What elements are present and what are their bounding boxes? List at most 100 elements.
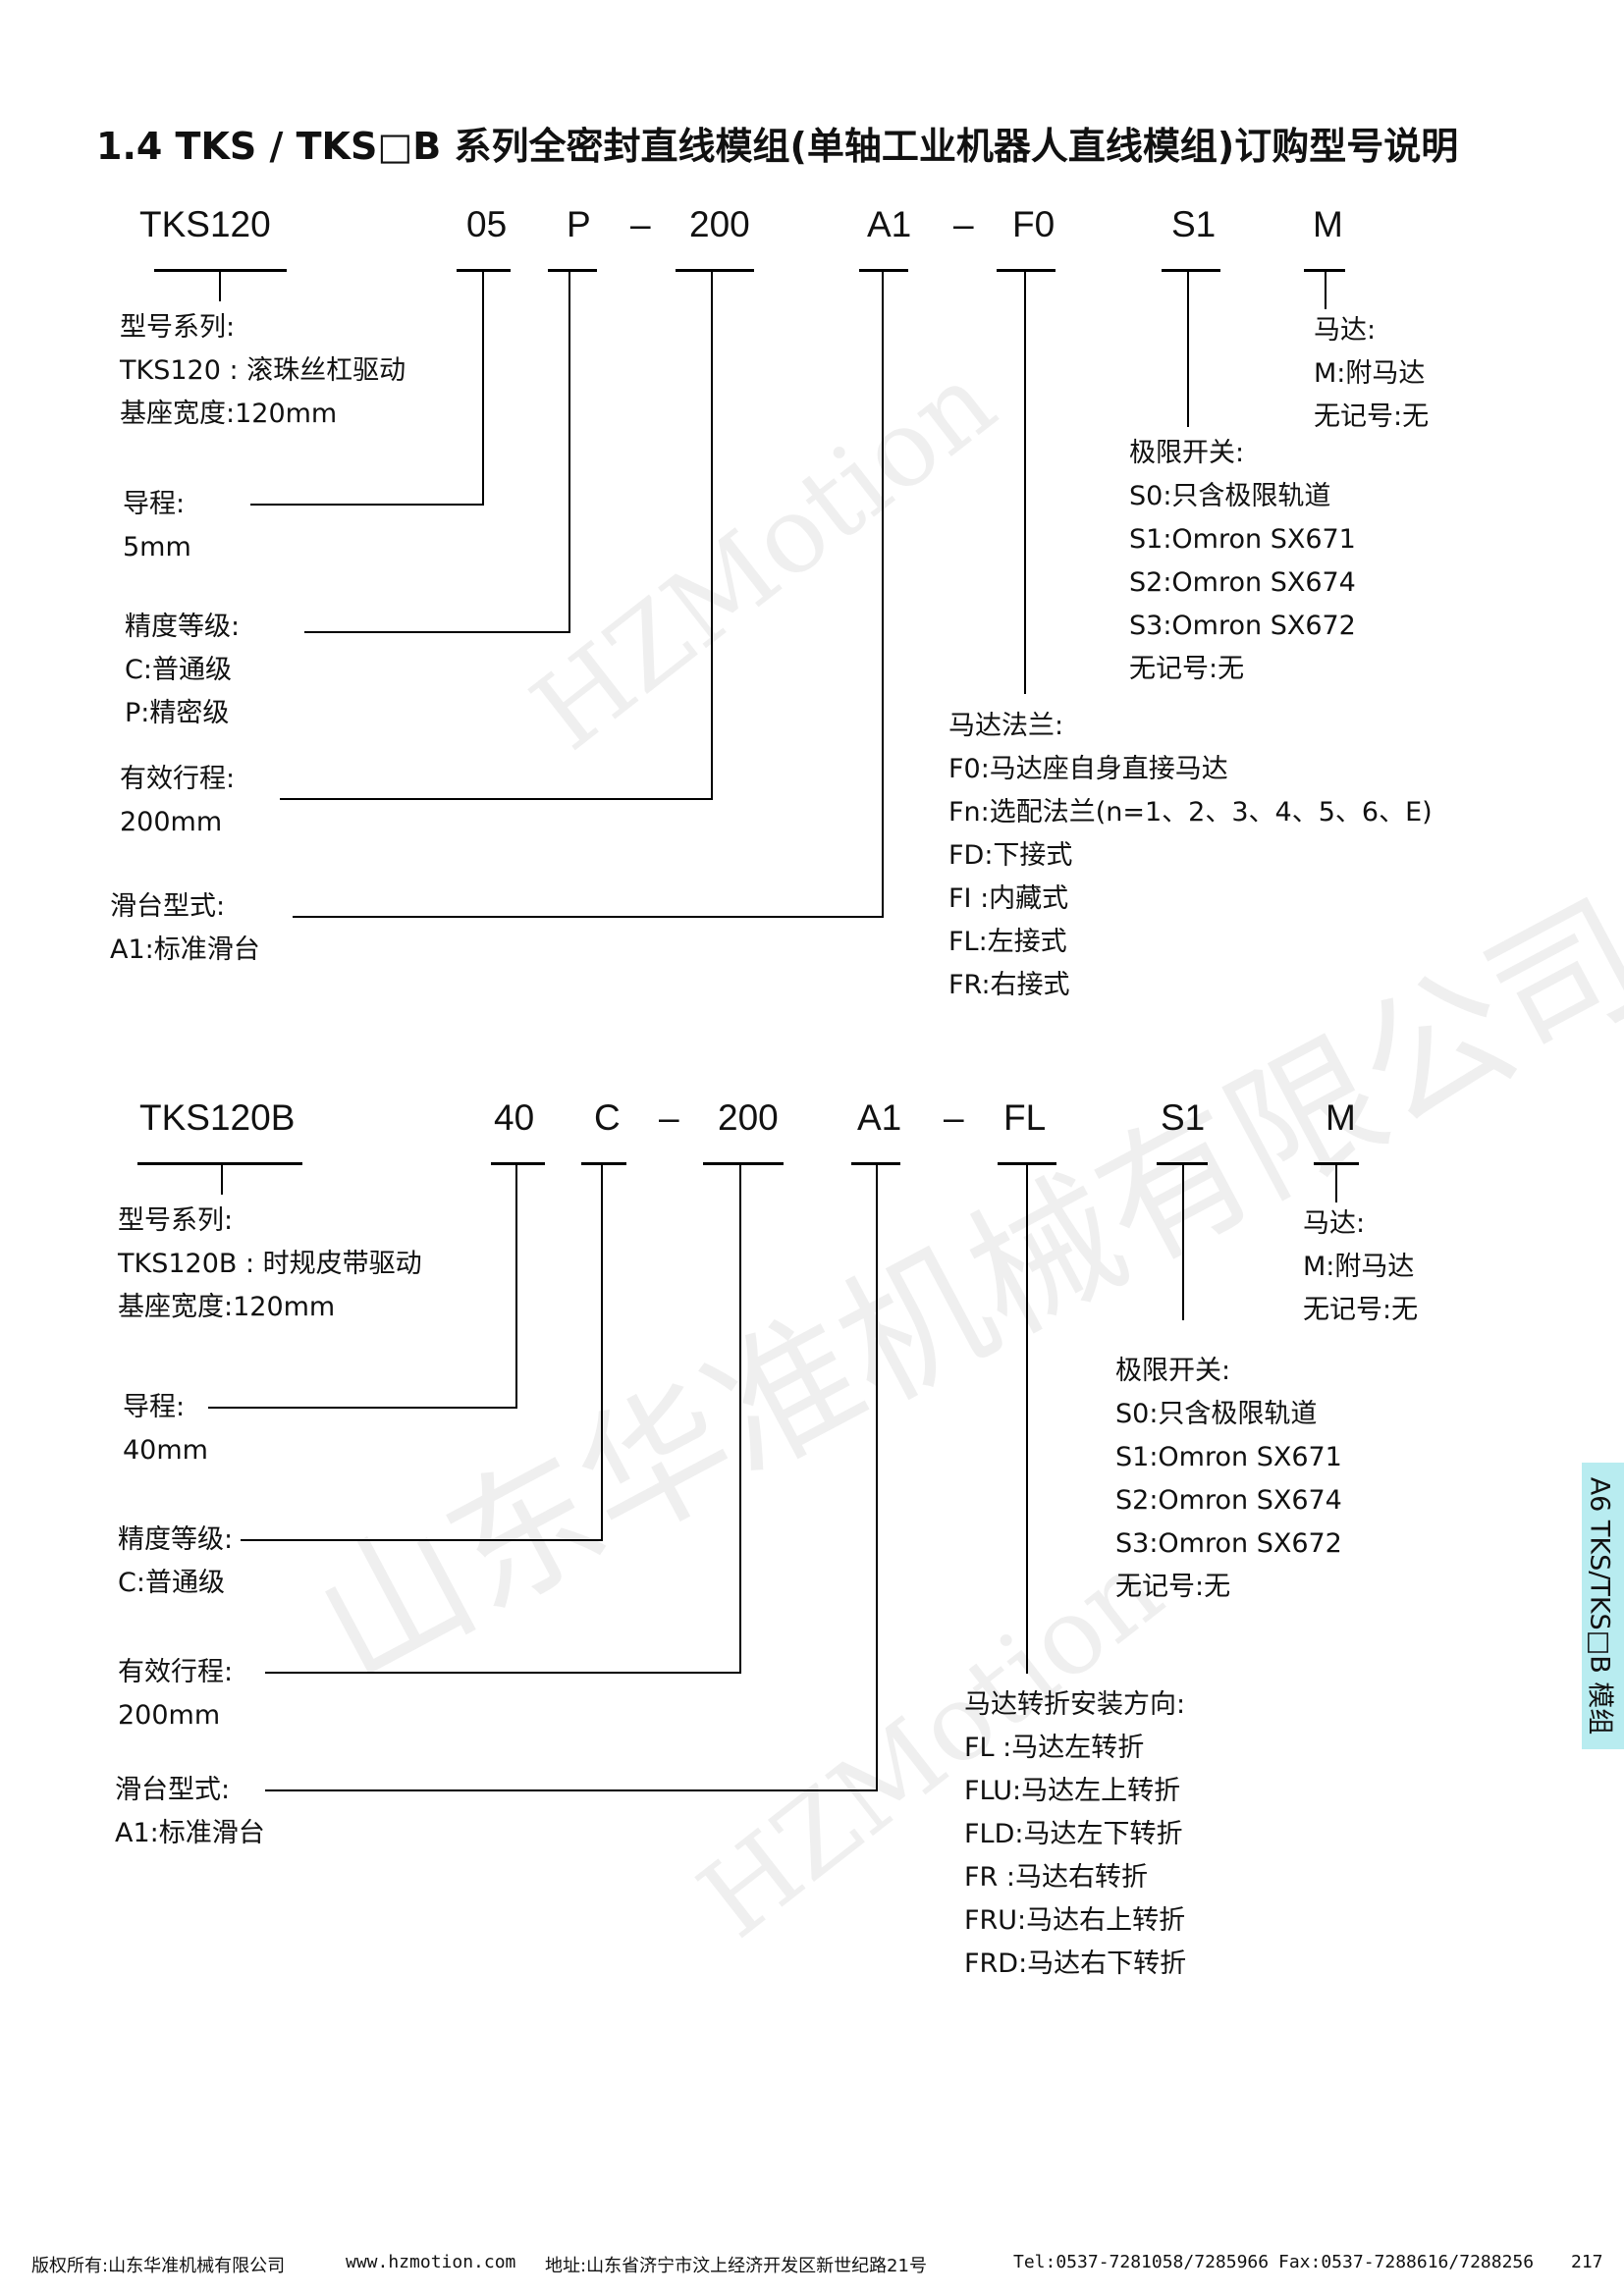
- desc2-slide-l1: A1:标准滑台: [115, 1818, 265, 1848]
- desc2-turn-l1: FL :马达左转折: [964, 1733, 1145, 1763]
- desc-motor: 马达: M:附马达 无记号:无: [1314, 309, 1429, 439]
- connector-lead-h: [250, 504, 484, 506]
- underline2-stroke: [703, 1162, 784, 1165]
- desc2-slide: 滑台型式: A1:标准滑台: [115, 1769, 265, 1855]
- footer-copyright: 版权所有:山东华准机械有限公司: [31, 2256, 286, 2276]
- connector2-lead-v: [515, 1163, 517, 1409]
- connector-stroke-h: [280, 798, 713, 800]
- connector-slide-h: [293, 916, 884, 918]
- footer-fax: Fax:0537-7288616/7288256: [1278, 2252, 1535, 2272]
- footer-address: 地址:山东省济宁市汶上经济开发区新世纪路21号: [545, 2256, 927, 2276]
- desc-lead: 导程: 5mm: [123, 483, 191, 569]
- code2-model: TKS120B: [139, 1097, 296, 1138]
- desc2-model-l2: 基座宽度:120mm: [118, 1292, 336, 1322]
- code-slide: A1: [867, 204, 912, 244]
- connector2-flange: [1026, 1163, 1028, 1674]
- desc2-stroke-l1: 200mm: [118, 1700, 221, 1731]
- desc2-slide-title: 滑台型式:: [115, 1775, 231, 1805]
- desc-switch-l2: S1:Omron SX671: [1129, 524, 1356, 555]
- desc2-stroke: 有效行程: 200mm: [118, 1651, 233, 1737]
- footer-page-number: 217: [1571, 2252, 1603, 2272]
- code-model: TKS120: [139, 204, 271, 244]
- connector2-stroke-h: [265, 1672, 741, 1674]
- desc-switch-l4: S3:Omron SX672: [1129, 611, 1356, 641]
- desc2-switch-l2: S1:Omron SX671: [1115, 1442, 1342, 1472]
- desc2-precision-title: 精度等级:: [118, 1524, 234, 1555]
- code-dash-2: –: [953, 204, 974, 244]
- desc-motor-l2: 无记号:无: [1314, 401, 1430, 432]
- desc-switch-title: 极限开关:: [1129, 438, 1245, 468]
- desc2-lead: 导程: 40mm: [123, 1386, 208, 1472]
- code2-flange: FL: [1003, 1097, 1047, 1138]
- connector-stroke-v: [711, 270, 713, 800]
- connector2-model: [221, 1163, 223, 1195]
- code-lead: 05: [466, 204, 508, 244]
- desc-model-title: 型号系列:: [120, 312, 236, 343]
- underline-switch: [1162, 269, 1220, 272]
- underline-flange: [997, 269, 1056, 272]
- desc2-switch-l3: S2:Omron SX674: [1115, 1485, 1342, 1516]
- connector-lead-v: [482, 270, 484, 506]
- desc-precision-l1: C:普通级: [125, 655, 232, 685]
- desc2-turn-l5: FRU:马达右上转折: [964, 1905, 1186, 1936]
- desc-slide-l1: A1:标准滑台: [110, 934, 260, 965]
- desc2-motor-l2: 无记号:无: [1303, 1295, 1419, 1325]
- page-title: 1.4 TKS / TKS□B 系列全密封直线模组(单轴工业机器人直线模组)订购…: [96, 125, 1459, 168]
- desc2-precision: 精度等级: C:普通级: [118, 1519, 233, 1605]
- footer-tel: Tel:0537-7281058/7285966: [1013, 2252, 1270, 2272]
- connector-switch: [1187, 270, 1189, 427]
- desc2-turn-l6: FRD:马达右下转折: [964, 1949, 1187, 1979]
- desc-flange-l1: F0:马达座自身直接马达: [948, 754, 1228, 784]
- code2-lead: 40: [494, 1097, 535, 1138]
- side-tab-label: A6 TKS/TKS□B 模组: [1584, 1476, 1615, 1735]
- desc2-turn-l3: FLD:马达左下转折: [964, 1819, 1183, 1849]
- desc2-switch-l5: 无记号:无: [1115, 1572, 1231, 1602]
- desc2-switch-title: 极限开关:: [1115, 1356, 1231, 1386]
- desc-precision-title: 精度等级:: [125, 612, 241, 642]
- desc-flange-l4: FI :内藏式: [948, 883, 1069, 914]
- desc-switch: 极限开关: S0:只含极限轨道 S1:Omron SX671 S2:Omron …: [1129, 432, 1356, 691]
- connector2-switch: [1182, 1163, 1184, 1320]
- connector2-precision-h: [241, 1539, 603, 1541]
- desc-model-l1: TKS120 : 滚珠丝杠驱动: [120, 355, 406, 386]
- desc2-motor-l1: M:附马达: [1303, 1252, 1415, 1282]
- underline-slide: [859, 269, 908, 272]
- desc-stroke: 有效行程: 200mm: [120, 758, 235, 844]
- desc2-precision-l1: C:普通级: [118, 1568, 225, 1598]
- connector2-lead-h: [208, 1407, 517, 1409]
- underline-stroke: [676, 269, 754, 272]
- underline2-lead: [491, 1162, 545, 1165]
- desc-slide: 滑台型式: A1:标准滑台: [110, 885, 260, 972]
- desc-switch-l1: S0:只含极限轨道: [1129, 481, 1331, 511]
- side-tab: [1582, 1463, 1624, 1749]
- underline2-precision: [581, 1162, 626, 1165]
- desc-stroke-l1: 200mm: [120, 807, 223, 837]
- desc2-turn-l4: FR :马达右转折: [964, 1862, 1148, 1893]
- desc-switch-l5: 无记号:无: [1129, 654, 1245, 684]
- desc2-lead-l1: 40mm: [123, 1435, 208, 1466]
- desc2-switch-l4: S3:Omron SX672: [1115, 1528, 1342, 1559]
- desc-flange: 马达法兰: F0:马达座自身直接马达 Fn:选配法兰(n=1、2、3、4、5、6…: [948, 705, 1433, 1007]
- connector-precision-h: [304, 631, 570, 633]
- code-flange: F0: [1012, 204, 1056, 244]
- desc2-turn-l2: FLU:马达左上转折: [964, 1776, 1181, 1806]
- underline2-model: [137, 1162, 302, 1165]
- connector2-precision-v: [601, 1163, 603, 1541]
- desc-stroke-title: 有效行程:: [120, 764, 236, 794]
- connector2-stroke-v: [739, 1163, 741, 1674]
- desc2-lead-title: 导程:: [123, 1392, 186, 1422]
- desc-model: 型号系列: TKS120 : 滚珠丝杠驱动 基座宽度:120mm: [120, 306, 406, 436]
- desc-model-l2: 基座宽度:120mm: [120, 399, 338, 429]
- desc-motor-l1: M:附马达: [1314, 358, 1426, 389]
- desc-precision-l2: P:精密级: [125, 698, 230, 728]
- connector2-slide-v: [876, 1163, 878, 1791]
- code2-precision: C: [594, 1097, 621, 1138]
- desc2-stroke-title: 有效行程:: [118, 1657, 234, 1687]
- desc2-model-title: 型号系列:: [118, 1205, 234, 1236]
- desc2-model-l1: TKS120B : 时规皮带驱动: [118, 1249, 422, 1279]
- connector2-slide-h: [265, 1789, 878, 1791]
- desc-lead-l1: 5mm: [123, 532, 191, 562]
- desc2-switch-l1: S0:只含极限轨道: [1115, 1399, 1318, 1429]
- code2-slide: A1: [857, 1097, 902, 1138]
- desc-flange-l2: Fn:选配法兰(n=1、2、3、4、5、6、E): [948, 797, 1433, 828]
